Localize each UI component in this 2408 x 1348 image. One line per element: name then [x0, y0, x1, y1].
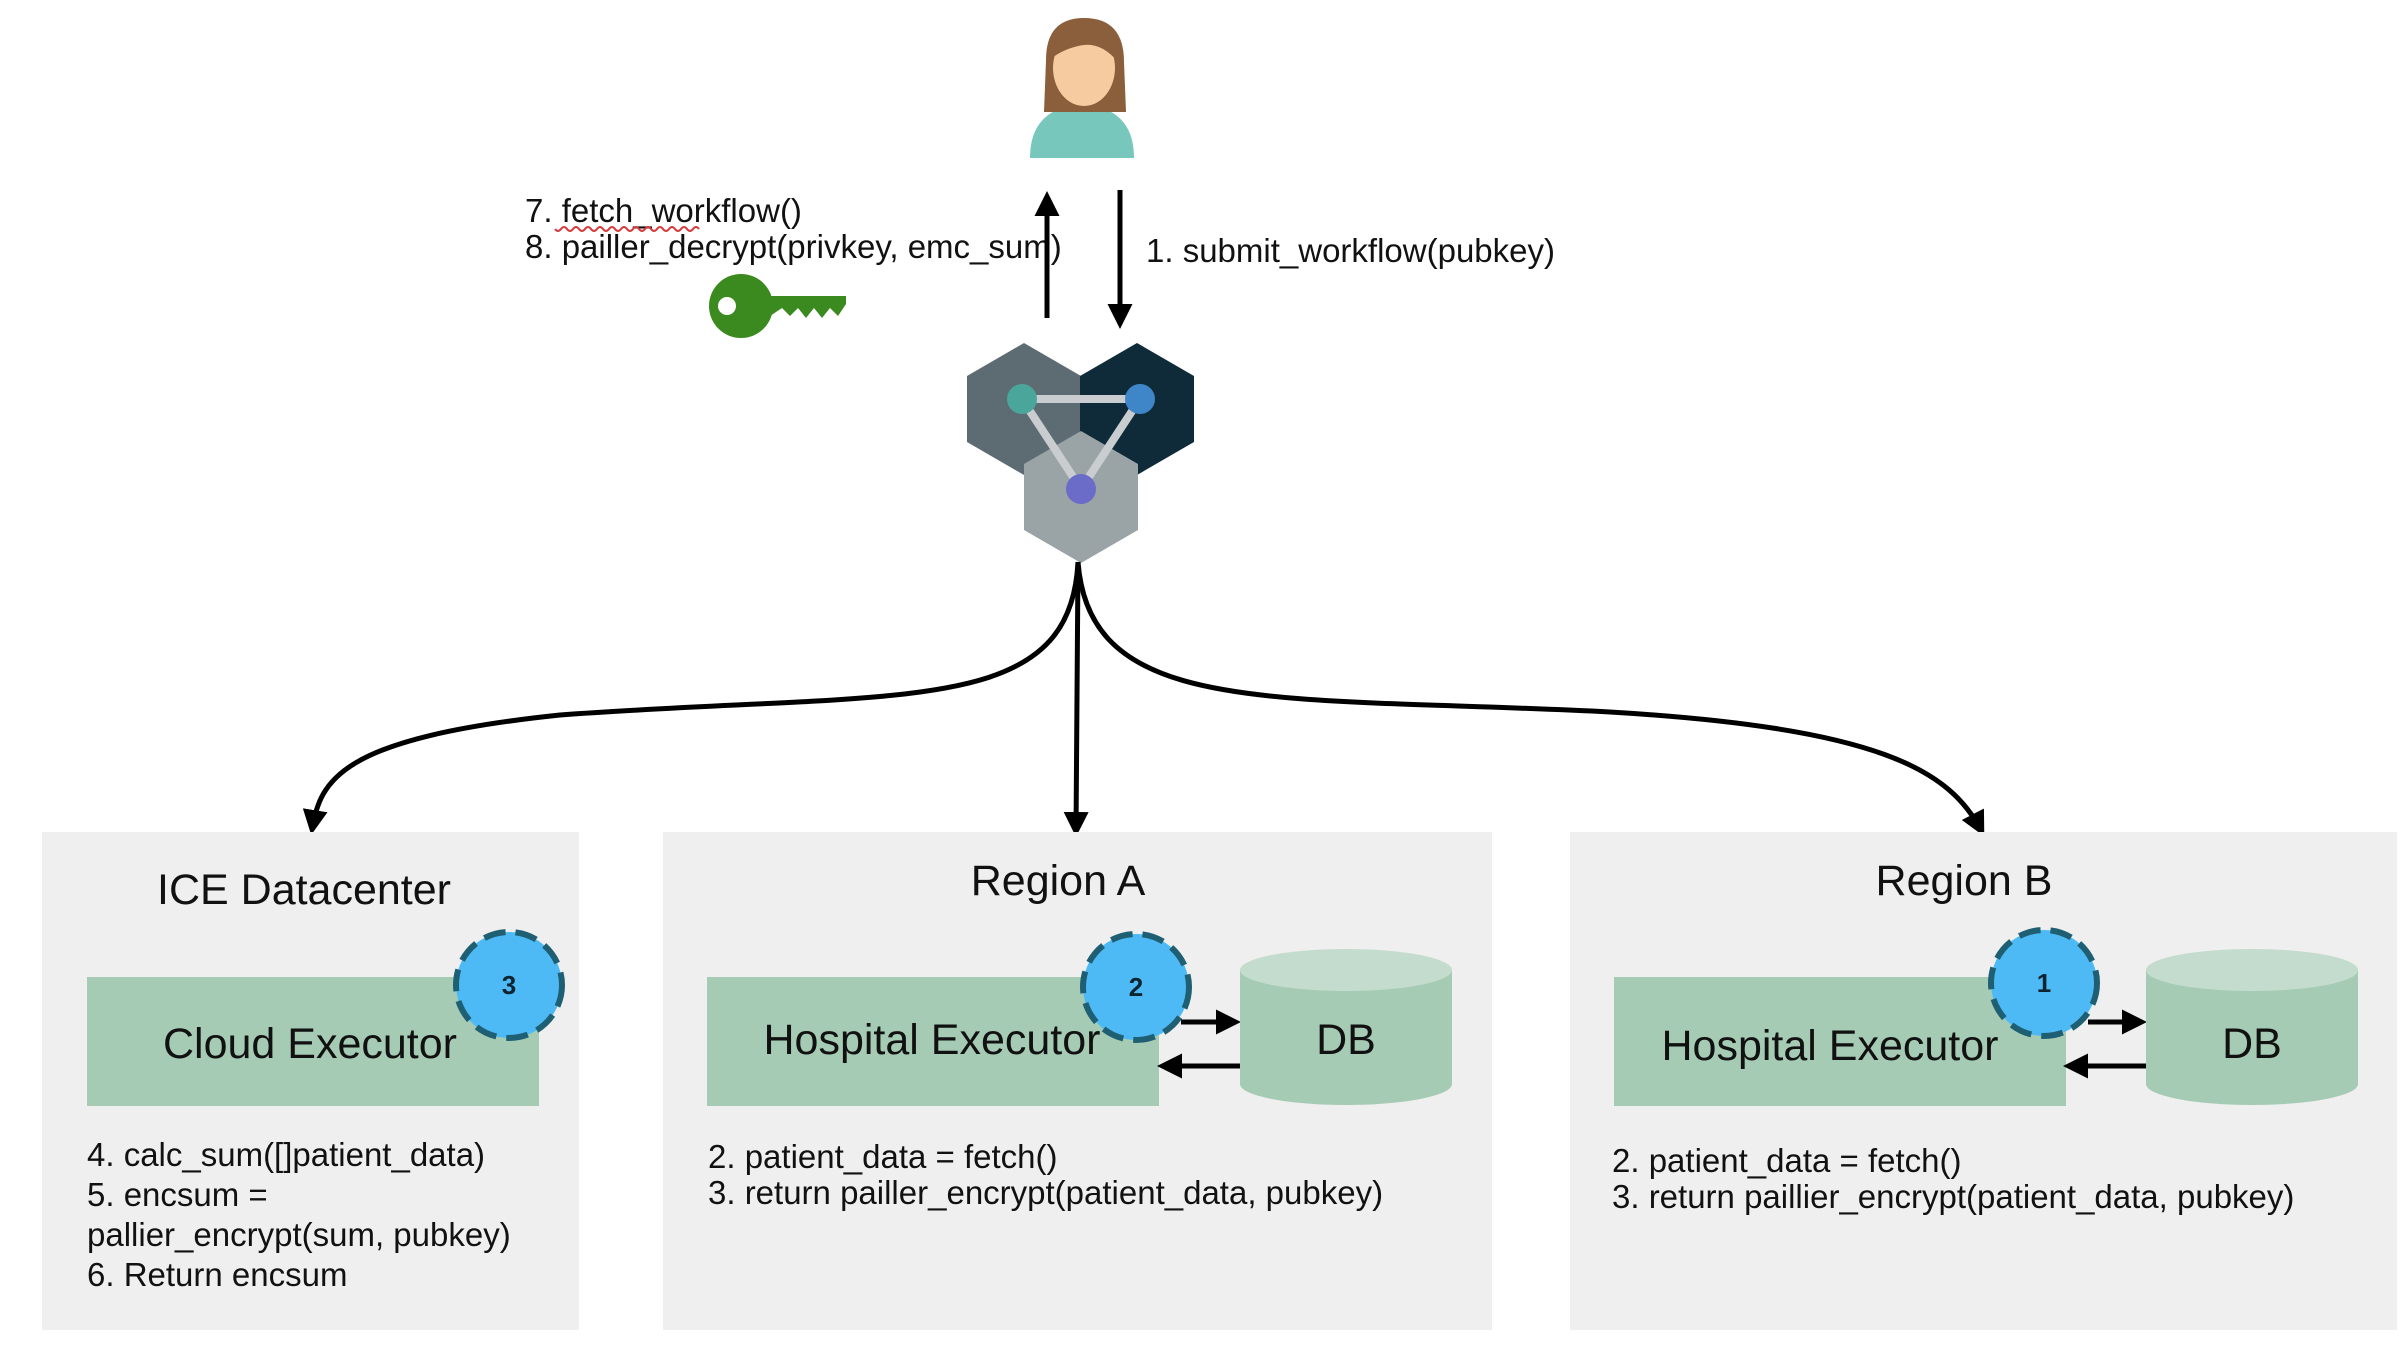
- db-a-label: DB: [1316, 1016, 1376, 1064]
- hospital-executor-b-label: Hospital Executor: [1662, 1022, 1999, 1070]
- database-icon-a: [1240, 949, 1452, 1105]
- hexagon-network-icon: [967, 343, 1194, 563]
- ice-step-4: 4. calc_sum([]patient_data): [87, 1136, 485, 1173]
- db-b-label: DB: [2222, 1020, 2282, 1068]
- svg-text:2: 2: [1129, 972, 1143, 1002]
- region-b-step-3: 3. return paillier_encrypt(patient_data,…: [1612, 1178, 2294, 1215]
- region-b-step-2: 2. patient_data = fetch(): [1612, 1142, 1961, 1179]
- region-a-step-3: 3. return pailler_encrypt(patient_data, …: [708, 1174, 1383, 1211]
- ice-step-5-cont: pallier_encrypt(sum, pubkey): [87, 1216, 511, 1253]
- step-badge-1: 1: [1988, 927, 2100, 1039]
- ice-step-5: 5. encsum =: [87, 1176, 268, 1213]
- hospital-executor-b-box[interactable]: [1614, 977, 2066, 1106]
- fetch-workflow-label: 7. fetch_workflow(): [525, 192, 802, 229]
- svg-text:3: 3: [502, 970, 516, 1000]
- submit-workflow-label: 1. submit_workflow(pubkey): [1146, 232, 1555, 269]
- region-b-title: Region B: [1876, 857, 2053, 905]
- cloud-executor-label: Cloud Executor: [163, 1020, 457, 1068]
- user-icon: [1030, 18, 1134, 158]
- region-a-title: Region A: [971, 857, 1146, 905]
- step-badge-3: 3: [453, 929, 565, 1041]
- region-a-step-2: 2. patient_data = fetch(): [708, 1138, 1057, 1175]
- step-badge-2: 2: [1080, 931, 1192, 1043]
- arrow-to-region-b: [1075, 561, 1985, 837]
- hospital-executor-a-box[interactable]: [707, 977, 1159, 1106]
- pailler-decrypt-label: 8. pailler_decrypt(privkey, emc_sum): [525, 228, 1062, 265]
- arrow-to-region-a: [1063, 561, 1089, 837]
- key-icon: [709, 274, 846, 338]
- hospital-executor-a-label: Hospital Executor: [764, 1016, 1101, 1064]
- ice-step-6: 6. Return encsum: [87, 1256, 347, 1293]
- svg-text:1: 1: [2037, 968, 2051, 998]
- spellcheck-underline: [554, 226, 700, 232]
- ice-datacenter-title: ICE Datacenter: [157, 866, 451, 914]
- database-icon-b: [2146, 949, 2358, 1105]
- arrow-to-ice-datacenter: [302, 561, 1081, 835]
